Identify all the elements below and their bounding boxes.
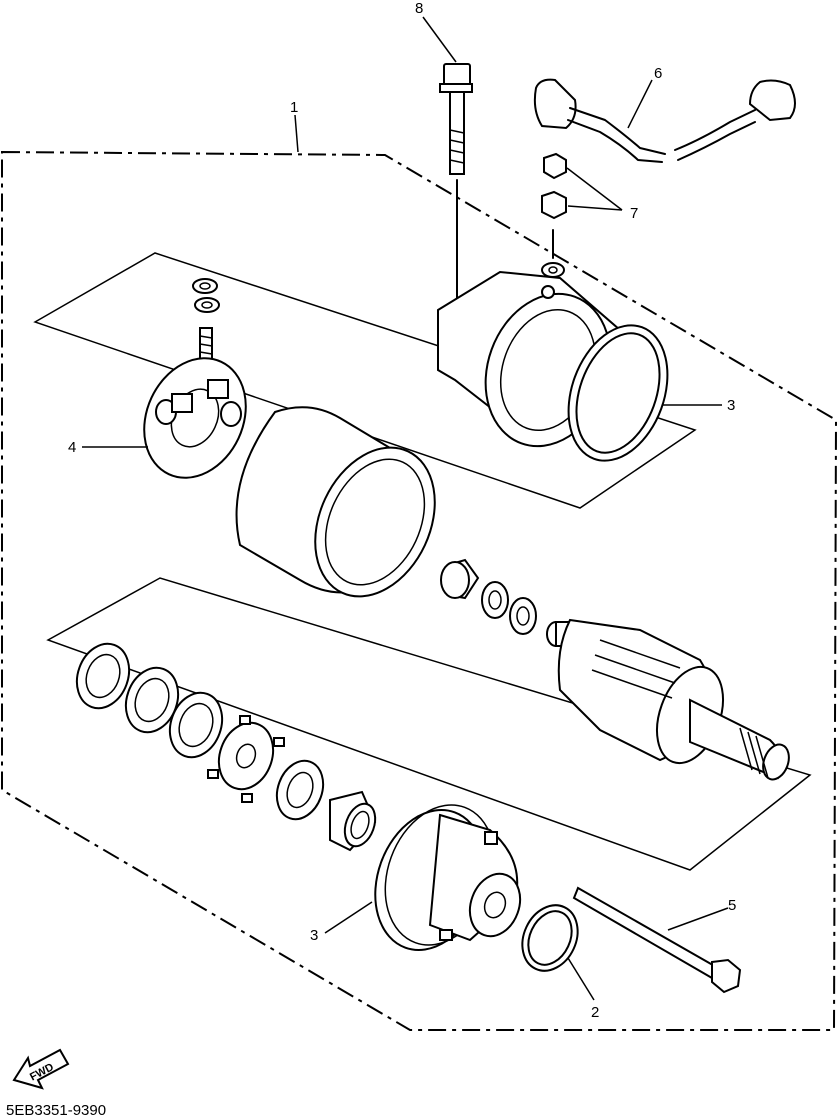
callout-7: 7	[630, 205, 638, 222]
drawing-code: 5EB3351-9390	[6, 1102, 106, 1119]
upper-plane-outline	[33, 252, 697, 509]
callout-8: 8	[415, 0, 423, 17]
armature	[546, 618, 790, 781]
oil-seal	[275, 759, 325, 821]
callout-3-upper: 3	[727, 397, 735, 414]
o-ring-part-3-upper	[567, 324, 669, 462]
shim-lower-2	[124, 666, 180, 734]
callout-2: 2	[591, 1004, 599, 1021]
washer-nut-seat	[541, 229, 565, 278]
yoke-housing	[235, 406, 436, 598]
lock-washer	[207, 715, 285, 803]
nut-part-7-upper	[543, 152, 567, 180]
lower-plane-outline	[46, 577, 812, 871]
callout-6: 6	[654, 65, 662, 82]
rear-cover	[374, 804, 522, 951]
callout-labels: 1 8 6 7 3 4 5 2 3	[68, 0, 736, 1021]
needle-bearing	[329, 790, 377, 852]
o-ring-part-2	[521, 904, 579, 972]
shim-lower-1	[75, 642, 131, 710]
assembly-boundary	[1, 150, 837, 1031]
callout-4: 4	[68, 439, 76, 456]
leader-lines	[82, 16, 729, 1001]
fwd-arrow-icon: FWD	[12, 1048, 70, 1090]
lead-wire-part-6	[533, 78, 796, 163]
callout-5: 5	[728, 897, 736, 914]
washer-small-1	[192, 278, 218, 294]
brush-holder-part-4	[143, 327, 247, 479]
washer-small-2	[194, 297, 220, 313]
callout-1: 1	[290, 99, 298, 116]
bolt-part-8	[439, 63, 473, 301]
washer-mid-2	[509, 597, 537, 635]
washer-mid-1	[481, 581, 509, 619]
shim-lower-3	[168, 691, 224, 759]
bushing	[440, 558, 480, 600]
callout-3-lower: 3	[310, 927, 318, 944]
through-bolt-part-5	[572, 886, 742, 994]
nut-part-7-lower	[541, 190, 567, 220]
